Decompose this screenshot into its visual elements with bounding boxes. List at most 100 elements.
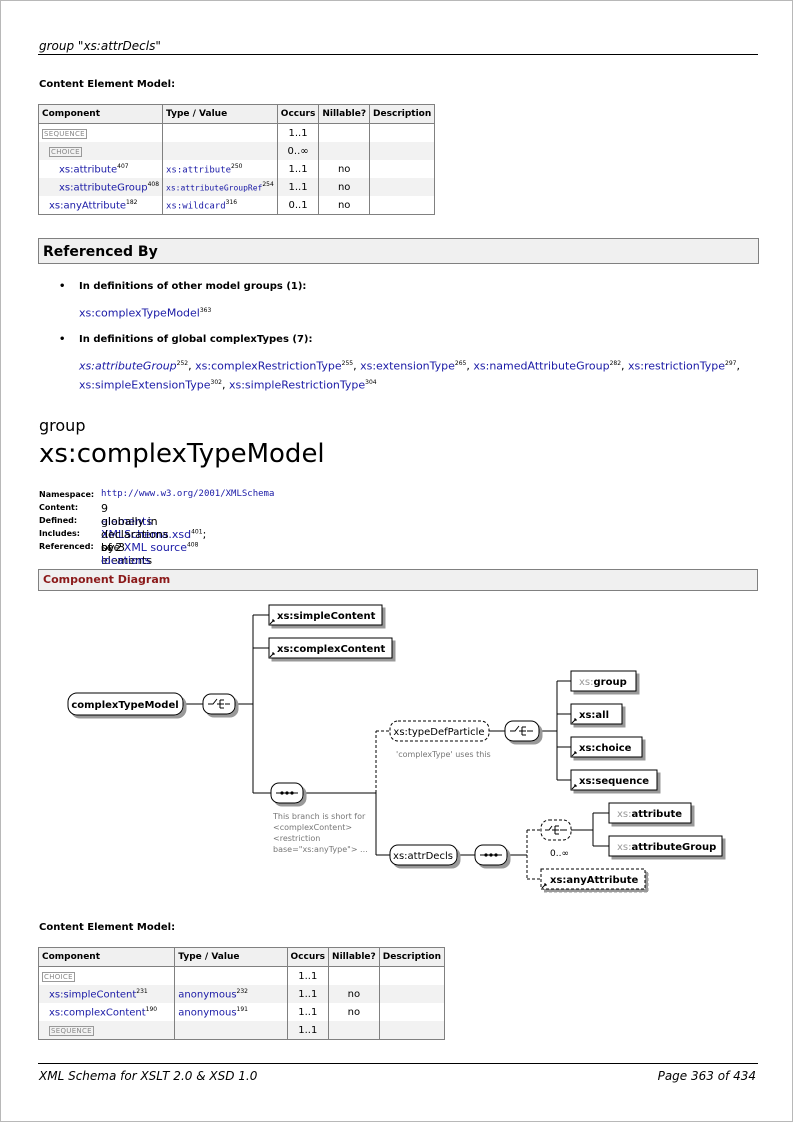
occurs-cell: 1..1 xyxy=(286,1003,330,1021)
attribute-group-label: xs:attributeGroup xyxy=(617,842,716,853)
sequence-keyword: SEQUENCE xyxy=(42,128,87,139)
attribute-box[interactable] xyxy=(608,802,692,824)
col-component: Component xyxy=(37,947,176,967)
sequence-dot-icon xyxy=(280,791,284,795)
sequence-dot-icon xyxy=(494,853,498,857)
component-diagram-heading: Component Diagram xyxy=(38,569,758,591)
groups-list: xs:complexTypeModel363 xyxy=(79,303,211,322)
occurs-cell: 1..1 xyxy=(286,985,330,1003)
sequence-dot-icon xyxy=(285,791,289,795)
group-prefix: xs: xyxy=(579,677,594,688)
simple-content-box[interactable] xyxy=(268,604,383,626)
page-ref: 254 xyxy=(262,180,274,188)
cem-title: Content Element Model: xyxy=(39,79,176,90)
page-ref: 316 xyxy=(225,198,238,206)
group-box[interactable] xyxy=(570,670,637,692)
all-label: xs:all xyxy=(579,710,609,721)
ref-link[interactable]: xs:attributeGroup xyxy=(79,359,177,373)
link-arrow-icon xyxy=(571,718,577,724)
locations-link[interactable]: locations xyxy=(101,554,151,567)
group-name: group xyxy=(594,677,627,688)
component-link[interactable]: xs:attribute xyxy=(59,164,118,176)
all-box[interactable] xyxy=(570,703,623,725)
table-header-row: Component Type / Value Occurs Nillable? … xyxy=(37,947,446,967)
attribute-group-box[interactable] xyxy=(608,835,723,857)
type-link[interactable]: anonymous xyxy=(178,989,237,1001)
occurs-label: 0..∞ xyxy=(550,849,569,859)
table-row: xs:anyAttribute182 xs:wildcard316 0..1 n… xyxy=(37,196,436,215)
nillable-cell: no xyxy=(328,1003,380,1021)
link-arrow-icon xyxy=(571,751,577,757)
page-ref: 190 xyxy=(145,1005,158,1013)
occurs-cell: 1..1 xyxy=(276,178,320,196)
group-kind: group xyxy=(39,416,86,435)
col-occurs: Occurs xyxy=(286,947,330,967)
sequence-dot-icon xyxy=(489,853,493,857)
prop-label: Content: xyxy=(39,503,79,512)
table-row: xs:simpleContent231 anonymous232 1..1 no xyxy=(37,985,446,1003)
ref-link[interactable]: xs:simpleExtensionType xyxy=(79,378,211,392)
choice-label: xs:choice xyxy=(579,743,632,754)
attribute-name: attribute xyxy=(632,809,683,820)
sequence-label: xs:sequence xyxy=(579,776,649,787)
ref-link[interactable]: xs:restrictionType xyxy=(628,359,726,373)
choice-symbol-icon xyxy=(208,698,230,709)
group-label: xs:group xyxy=(579,677,627,688)
table-row: xs:complexContent190 anonymous191 1..1 n… xyxy=(37,1003,446,1021)
elements-link[interactable]: elements xyxy=(101,515,153,528)
component-link[interactable]: xs:complexContent xyxy=(49,1007,146,1019)
complex-content-box[interactable] xyxy=(268,637,393,659)
type-link[interactable]: xs:attributeGroupRef xyxy=(166,183,263,193)
link-arrow-icon xyxy=(269,619,275,625)
source-link[interactable]: XML source xyxy=(123,541,187,554)
defined-prefix: globally in xyxy=(101,515,158,528)
file-link[interactable]: XMLSchema.xsd xyxy=(101,528,192,541)
type-def-particle-note: 'complexType' uses this xyxy=(396,750,491,759)
component-link[interactable]: xs:anyAttribute xyxy=(49,200,127,212)
type-link[interactable]: anonymous xyxy=(178,1007,237,1019)
attribute-group-name: attributeGroup xyxy=(632,842,717,853)
page-ref: 401 xyxy=(191,528,203,536)
ref-link[interactable]: xs:extensionType xyxy=(360,359,455,373)
choice-box[interactable] xyxy=(570,736,643,758)
types-bullet: In definitions of global complexTypes (7… xyxy=(59,334,312,345)
types-list: xs:attributeGroup252, xs:complexRestrict… xyxy=(79,359,740,392)
groups-bullet: In definitions of other model groups (1)… xyxy=(59,281,306,292)
any-attribute-box[interactable] xyxy=(540,868,646,890)
ref-link[interactable]: xs:namedAttributeGroup xyxy=(473,359,610,373)
col-nillable: Nillable? xyxy=(318,104,371,124)
page-ref: 408 xyxy=(186,541,199,549)
footer-rule xyxy=(38,1063,758,1064)
sequence-box[interactable] xyxy=(570,769,658,791)
col-occurs: Occurs xyxy=(276,104,320,124)
page-ref: 182 xyxy=(126,198,138,206)
col-type: Type / Value xyxy=(174,947,288,967)
component-link[interactable]: xs:attributeGroup xyxy=(59,182,148,194)
branch-note: This branch is short for xyxy=(272,812,366,821)
ref-link[interactable]: xs:complexTypeModel xyxy=(79,306,200,320)
sequence-dot-icon xyxy=(290,791,294,795)
attribute-prefix: xs: xyxy=(617,809,632,820)
choice-symbol-icon xyxy=(510,725,533,736)
content-model-table: Component Type / Value Occurs Nillable? … xyxy=(37,947,446,1040)
page-ref: 302 xyxy=(210,378,222,386)
occurs-cell: 1..1 xyxy=(286,966,330,985)
sequence-dot-icon xyxy=(484,853,488,857)
ref-link[interactable]: xs:complexRestrictionType xyxy=(195,359,342,373)
type-def-particle-label: xs:typeDefParticle xyxy=(393,727,484,738)
page-number: Page 363 of 434 xyxy=(657,1069,756,1083)
page-ref: 232 xyxy=(236,987,248,995)
namespace-link[interactable]: http://www.w3.org/2001/XMLSchema xyxy=(101,489,275,499)
type-link[interactable]: xs:attribute xyxy=(166,165,232,176)
type-link[interactable]: xs:wildcard xyxy=(166,201,226,212)
ref-link[interactable]: xs:simpleRestrictionType xyxy=(228,378,366,392)
page-ref: 282 xyxy=(609,360,622,367)
link-arrow-icon xyxy=(269,652,275,658)
prop-label: Referenced: xyxy=(39,542,94,551)
attr-decls-box[interactable] xyxy=(389,844,458,866)
component-link[interactable]: xs:simpleContent xyxy=(49,989,137,1001)
cem-title: Content Element Model: xyxy=(39,922,176,933)
type-def-particle-box[interactable] xyxy=(389,720,490,742)
